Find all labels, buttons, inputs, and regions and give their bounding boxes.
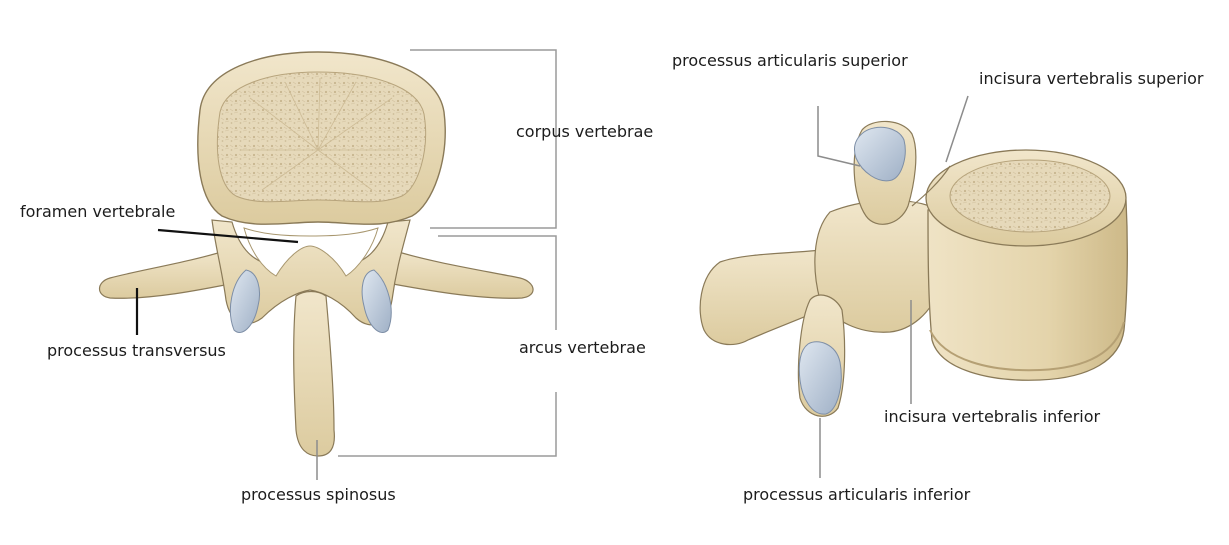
- label-processus-transversus: processus transversus: [47, 341, 226, 360]
- lateral-body-side: [927, 199, 1128, 381]
- art-sup-leader: [817, 106, 861, 167]
- superior-notch-edge: [911, 165, 951, 207]
- label-incisura-vertebralis-inferior: incisura vertebralis inferior: [884, 407, 1101, 426]
- left-transverse-process: [98, 249, 241, 299]
- label-foramen-vertebrale: foramen vertebrale: [20, 202, 176, 221]
- label-processus-articularis-inferior: processus articularis inferior: [743, 485, 971, 504]
- superior-view-vertebra: [98, 51, 534, 457]
- right-articular-facet: [361, 269, 392, 333]
- arcus-bracket-top: [438, 235, 557, 330]
- right-transverse-process: [381, 249, 534, 299]
- label-arcus-vertebrae: arcus vertebrae: [519, 338, 646, 357]
- corpus-bracket: [410, 49, 557, 229]
- vertebral-body-spongy-bone: [216, 71, 427, 203]
- lateral-body-lower-rim: [929, 321, 1125, 372]
- inferior-articular-facet: [798, 341, 842, 415]
- leader-lines-right: [817, 95, 969, 478]
- brackets: [338, 49, 557, 457]
- label-processus-articularis-superior: processus articularis superior: [672, 51, 908, 70]
- leader-lines-left: [135, 228, 318, 480]
- superior-articular-facet: [853, 126, 906, 182]
- label-processus-spinosus: processus spinosus: [241, 485, 396, 504]
- lateral-pedicle: [814, 199, 946, 333]
- trabecular-lines: [240, 77, 400, 191]
- label-corpus-vertebrae: corpus vertebrae: [516, 122, 654, 141]
- lateral-body-top-spongy: [949, 159, 1111, 233]
- arcus-bracket-bottom: [338, 392, 557, 457]
- spinous-process: [293, 290, 335, 457]
- label-incisura-vertebralis-superior: incisura vertebralis superior: [979, 69, 1204, 88]
- lateral-transverse-process: [699, 247, 847, 346]
- foramen-leader: [157, 228, 299, 244]
- left-articular-facet: [229, 269, 260, 333]
- lateral-view-vertebra: [699, 120, 1128, 417]
- inc-sup-leader: [945, 95, 969, 163]
